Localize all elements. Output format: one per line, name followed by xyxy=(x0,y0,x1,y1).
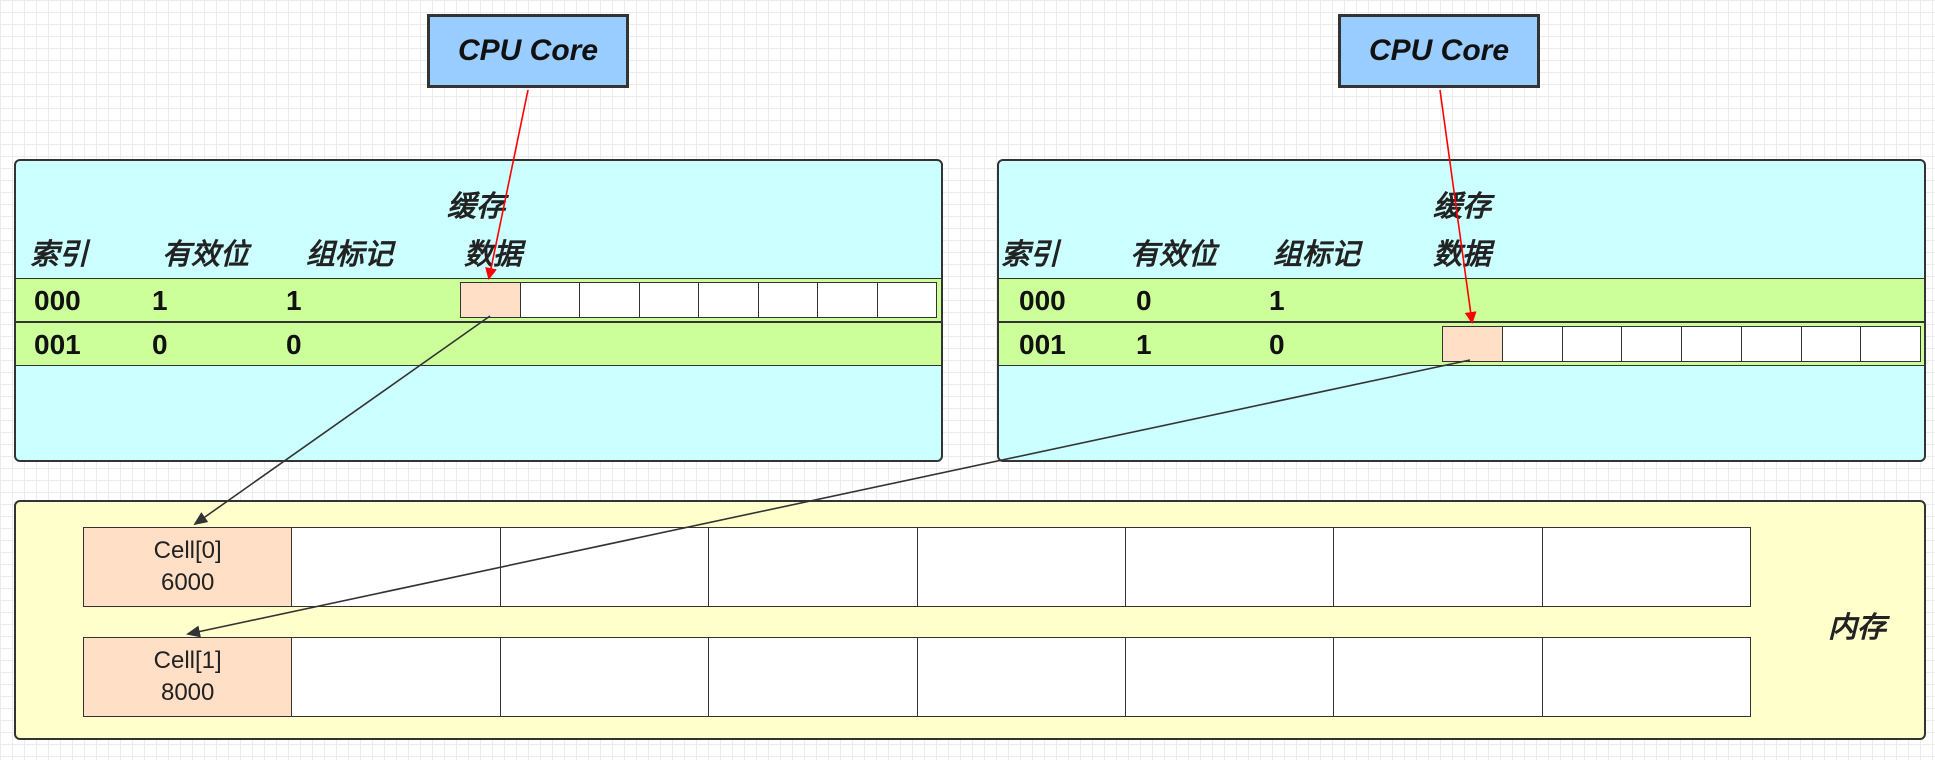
cpu-core-left: CPU Core xyxy=(427,14,629,88)
memory-cell-1: Cell[1] 8000 xyxy=(84,638,292,716)
cache-right-header-data: 数据 xyxy=(1433,239,1492,271)
cache-right-header-tag: 组标记 xyxy=(1273,239,1361,271)
memory-cell-0: Cell[0] 6000 xyxy=(84,528,292,606)
cache-left-row-1-tag: 0 xyxy=(286,329,302,360)
memory-cell-0-value: 6000 xyxy=(160,569,215,596)
cache-right-row-1-index: 001 xyxy=(1019,329,1066,360)
memory-row-1: Cell[1] 8000 xyxy=(83,637,1751,717)
cache-right-row-1-valid: 1 xyxy=(1136,329,1152,360)
cache-right-row-0: 000 0 1 xyxy=(999,278,1924,322)
memory-label: 内存 xyxy=(1828,612,1887,644)
cache-right-title: 缓存 xyxy=(1433,191,1492,223)
cache-right-row-0-tag: 1 xyxy=(1269,285,1285,316)
cache-right-row-0-index: 000 xyxy=(1019,285,1066,316)
cache-left-header-valid: 有效位 xyxy=(162,239,250,271)
cache-left-header-index: 索引 xyxy=(30,239,89,271)
cache-left-title: 缓存 xyxy=(447,191,506,223)
cache-left: 缓存 索引 有效位 组标记 数据 000 1 1 001 0 0 xyxy=(14,159,943,462)
memory-row-0: Cell[0] 6000 xyxy=(83,527,1751,607)
cache-right-header-valid: 有效位 xyxy=(1130,239,1218,271)
cache-right: 缓存 索引 有效位 组标记 数据 000 0 1 001 1 0 xyxy=(997,159,1926,462)
memory-cell-1-name: Cell[1] xyxy=(153,647,222,674)
cache-right-data-cell xyxy=(1443,327,1502,361)
cache-left-row-0-tag: 1 xyxy=(286,285,302,316)
cache-right-header-index: 索引 xyxy=(1001,239,1060,271)
cache-right-row-1-tag: 0 xyxy=(1269,329,1285,360)
cpu-core-right-label: CPU Core xyxy=(1368,34,1510,67)
memory-cell-0-name: Cell[0] xyxy=(153,537,222,564)
cache-left-row-0-valid: 1 xyxy=(152,285,168,316)
cache-right-data-block xyxy=(1442,326,1921,362)
cpu-core-right: CPU Core xyxy=(1338,14,1540,88)
cache-left-row-1: 001 0 0 xyxy=(16,322,941,366)
cache-left-header-data: 数据 xyxy=(464,239,523,271)
cache-right-row-0-valid: 0 xyxy=(1136,285,1152,316)
memory-cell-1-value: 8000 xyxy=(160,679,215,706)
cache-left-row-0: 000 1 1 xyxy=(16,278,941,322)
cache-left-row-0-index: 000 xyxy=(34,285,81,316)
cache-right-row-1: 001 1 0 xyxy=(999,322,1924,366)
cache-left-data-cell xyxy=(461,283,520,317)
memory-block: Cell[0] 6000 Cell[1] 8000 内存 xyxy=(14,500,1926,740)
cache-left-row-1-index: 001 xyxy=(34,329,81,360)
cache-left-row-1-valid: 0 xyxy=(152,329,168,360)
cache-left-data-block xyxy=(460,282,937,318)
cpu-core-left-label: CPU Core xyxy=(457,34,599,67)
cache-left-header-tag: 组标记 xyxy=(306,239,394,271)
